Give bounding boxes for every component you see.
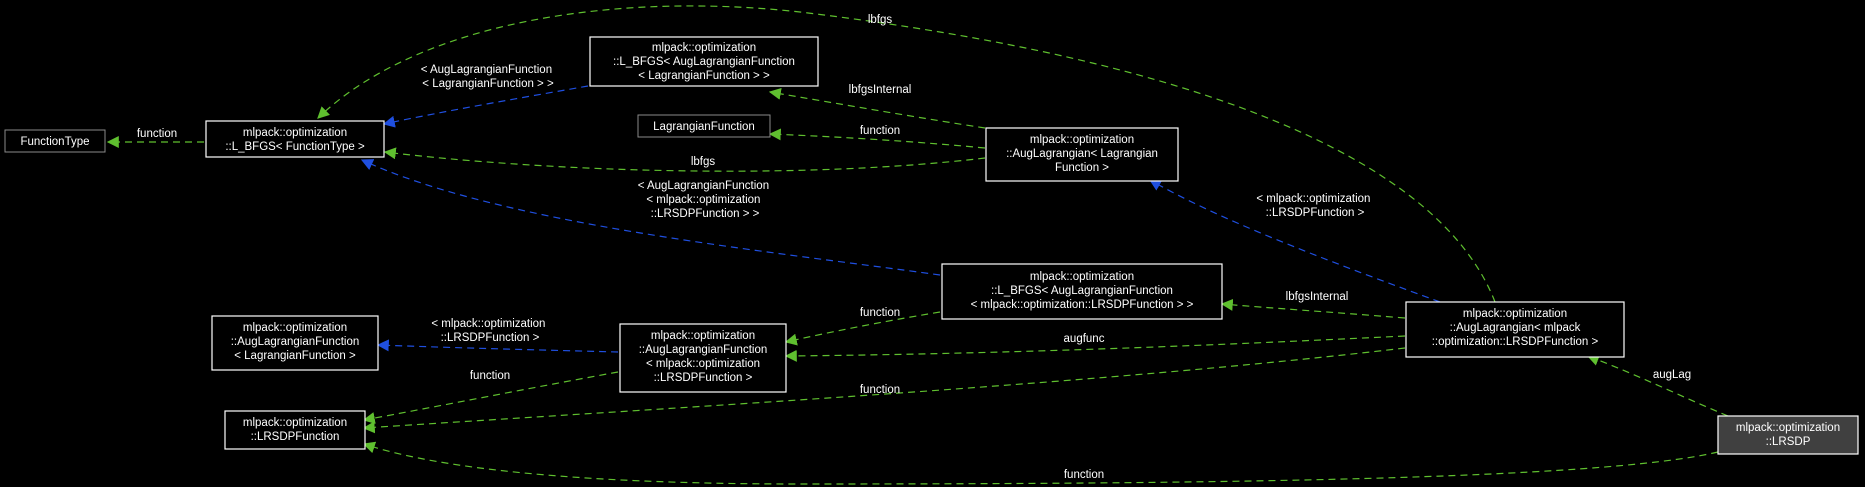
- node-auglagrangian-lrsdp[interactable]: mlpack::optimization ::AugLagrangian< ml…: [1405, 301, 1625, 358]
- edge-label-lbfgs-top: lbfgs: [868, 14, 893, 26]
- node-lbfgs-auglag-lrsdp[interactable]: mlpack::optimization ::L_BFGS< AugLagran…: [941, 263, 1223, 320]
- svg-text:< LagrangianFunction > >: < LagrangianFunction > >: [638, 70, 770, 82]
- svg-text:::AugLagrangian< Lagrangian: ::AugLagrangian< Lagrangian: [1006, 148, 1158, 160]
- edge-label-lbfgs-mid: lbfgs: [691, 156, 716, 168]
- edge-label-lbfgsinternal-lower: lbfgsInternal: [1286, 291, 1349, 303]
- edge-template-lagrangian: [382, 85, 589, 128]
- svg-text:::LRSDPFunction: ::LRSDPFunction: [251, 431, 340, 443]
- edge-lbfgsinternal-lower: [1220, 298, 1406, 319]
- svg-text:mlpack::optimization: mlpack::optimization: [1463, 308, 1567, 320]
- edge-label-function-functiontype: function: [137, 128, 177, 140]
- node-auglagrangian-lagrangian[interactable]: mlpack::optimization ::AugLagrangian< La…: [985, 127, 1179, 182]
- edge-function-left: [362, 371, 619, 424]
- node-auglagfunction-lagrangian[interactable]: mlpack::optimization ::AugLagrangianFunc…: [211, 315, 379, 371]
- edge-label-template-lagrangian: < AugLagrangianFunction < LagrangianFunc…: [421, 64, 556, 90]
- edge-label-function-right: function: [860, 384, 900, 396]
- node-lrsdp[interactable]: mlpack::optimization ::LRSDP: [1717, 415, 1859, 455]
- node-lagrangian-function[interactable]: LagrangianFunction: [637, 114, 771, 138]
- svg-text:mlpack::optimization: mlpack::optimization: [243, 417, 347, 429]
- svg-text:mlpack::optimization: mlpack::optimization: [243, 127, 347, 139]
- svg-text:::AugLagrangian< mlpack: ::AugLagrangian< mlpack: [1450, 322, 1581, 334]
- svg-text:mlpack::optimization: mlpack::optimization: [652, 42, 756, 54]
- svg-text:< mlpack::optimization::LRSDPF: < mlpack::optimization::LRSDPFunction > …: [971, 299, 1194, 311]
- svg-text:::L_BFGS< AugLagrangianFunctio: ::L_BFGS< AugLagrangianFunction: [991, 285, 1173, 297]
- svg-text:FunctionType: FunctionType: [20, 136, 89, 148]
- edge-label-function-left: function: [470, 370, 510, 382]
- edge-lbfgsinternal-upper: [768, 87, 986, 129]
- edge-label-function-lagrangian: function: [860, 125, 900, 137]
- node-lbfgs-auglag-lagrangian[interactable]: mlpack::optimization ::L_BFGS< AugLagran…: [589, 36, 819, 87]
- svg-text:Function >: Function >: [1055, 162, 1109, 174]
- edge-template-auglag-lrsdp: [1148, 179, 1441, 303]
- edge-augfunc: [784, 335, 1406, 362]
- svg-text:< mlpack::optimization: < mlpack::optimization: [646, 358, 760, 370]
- bottom-border: [0, 487, 1865, 489]
- edge-label-template-lrsdp: < AugLagrangianFunction < mlpack::optimi…: [638, 180, 773, 220]
- svg-text:mlpack::optimization: mlpack::optimization: [1736, 422, 1840, 434]
- edge-function-lagrangian: [768, 128, 986, 149]
- svg-text:::LRSDPFunction >: ::LRSDPFunction >: [654, 372, 753, 384]
- edge-function-bottom: [362, 441, 1719, 485]
- svg-text:::AugLagrangianFunction: ::AugLagrangianFunction: [639, 344, 768, 356]
- node-lrsdp-function[interactable]: mlpack::optimization ::LRSDPFunction: [224, 410, 366, 450]
- svg-text:< LagrangianFunction >: < LagrangianFunction >: [234, 350, 356, 362]
- edge-label-augfunc: augfunc: [1064, 333, 1105, 345]
- edge-lbfgs-mid: [383, 147, 986, 172]
- svg-text:::optimization::LRSDPFunction: ::optimization::LRSDPFunction >: [1432, 336, 1599, 348]
- edge-function-right: [362, 347, 1406, 434]
- edge-function-auglagfunction: [784, 311, 941, 346]
- edge-label-auglag: augLag: [1653, 369, 1691, 381]
- svg-text:LagrangianFunction: LagrangianFunction: [653, 121, 755, 133]
- svg-text:::LRSDP: ::LRSDP: [1766, 436, 1811, 448]
- edge-label-function-auglagfunction: function: [860, 307, 900, 319]
- edge-auglag: [1586, 354, 1729, 417]
- node-lbfgs-functiontype[interactable]: mlpack::optimization ::L_BFGS< FunctionT…: [205, 120, 385, 158]
- svg-text:::L_BFGS< AugLagrangianFunctio: ::L_BFGS< AugLagrangianFunction: [613, 56, 795, 68]
- svg-text:mlpack::optimization: mlpack::optimization: [651, 330, 755, 342]
- svg-text:::L_BFGS< FunctionType >: ::L_BFGS< FunctionType >: [225, 141, 365, 153]
- svg-text:mlpack::optimization: mlpack::optimization: [1030, 134, 1134, 146]
- edge-label-function-bottom: function: [1064, 469, 1104, 481]
- edge-lbfgs-top: [317, 5, 1496, 303]
- svg-text:mlpack::optimization: mlpack::optimization: [1030, 271, 1134, 283]
- svg-text:mlpack::optimization: mlpack::optimization: [243, 322, 347, 334]
- node-function-type[interactable]: FunctionType: [4, 129, 106, 153]
- edge-label-template-auglag-lrsdp: < mlpack::optimization ::LRSDPFunction >: [1256, 193, 1373, 219]
- edge-label-template-auglagfunc: < mlpack::optimization ::LRSDPFunction >: [431, 318, 548, 344]
- edge-template-lrsdp: [360, 159, 941, 276]
- node-auglagfunction-lrsdp[interactable]: mlpack::optimization ::AugLagrangianFunc…: [619, 323, 787, 393]
- edge-label-lbfgsinternal-upper: lbfgsInternal: [849, 84, 912, 96]
- svg-text:::AugLagrangianFunction: ::AugLagrangianFunction: [231, 336, 360, 348]
- edge-template-auglagfunc: [376, 339, 619, 353]
